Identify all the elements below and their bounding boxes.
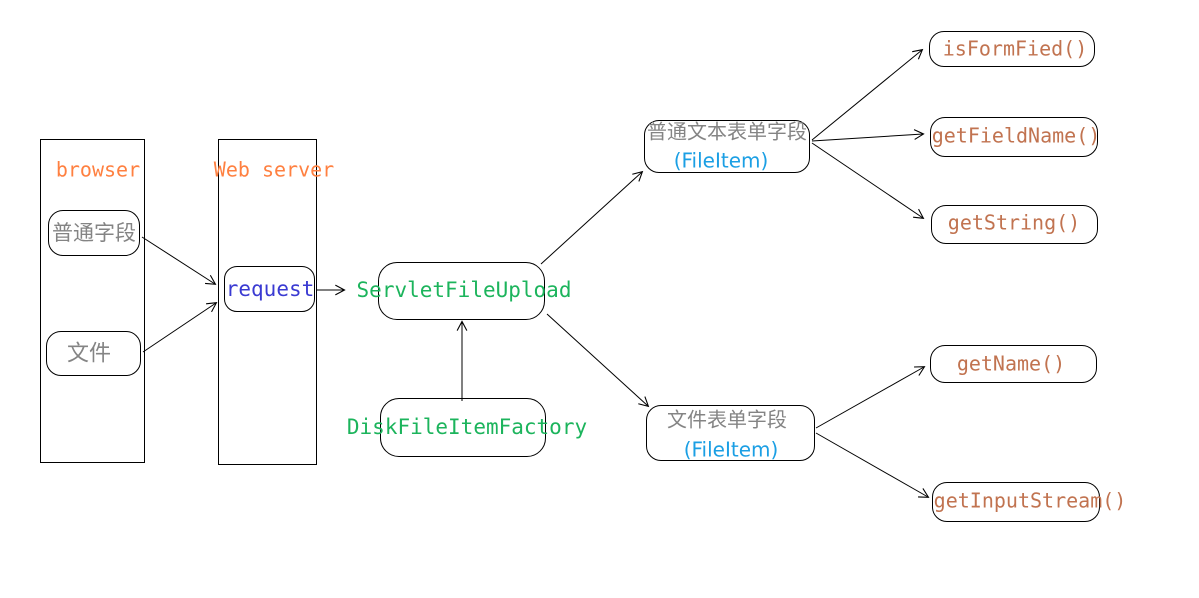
normal-field-label: 普通字段: [52, 220, 136, 245]
text-form-field-fileitem-label: (FileItem): [673, 148, 769, 173]
getinputstream-box: [932, 482, 1100, 522]
isformfied-box: [929, 31, 1095, 67]
disk-file-item-factory-label: DiskFileItemFactory: [346, 414, 588, 439]
web-server-label: Web server: [213, 157, 335, 182]
getfieldname-label: getFieldName(): [931, 123, 1101, 148]
arrow-to-getstring: [811, 142, 925, 219]
arrow-file-to-request: [142, 302, 218, 353]
arrow-sfu-to-file-form-field: [546, 313, 650, 408]
isformfied-label: isFormFied(): [942, 36, 1088, 61]
getname-label: getName(): [956, 351, 1066, 376]
arrow-normal-field-to-request: [141, 236, 217, 285]
request-label: request: [225, 276, 315, 301]
getname-box: [930, 345, 1097, 383]
web-server-container-box: [218, 139, 317, 465]
arrow-to-getfieldname: [811, 129, 925, 142]
arrow-to-getinputstream: [815, 432, 930, 498]
file-form-field-fileitem-label: (FileItem): [683, 437, 779, 462]
text-form-field-label: 普通文本表单字段: [647, 119, 807, 144]
normal-field-box: [48, 210, 140, 256]
disk-file-item-factory-box: [380, 398, 546, 457]
arrow-to-getname: [815, 366, 926, 429]
servlet-file-upload-box: [378, 262, 545, 320]
file-form-field-label: 文件表单字段: [667, 407, 787, 432]
file-box: [46, 331, 141, 376]
file-label: 文件: [66, 341, 112, 367]
servlet-file-upload-label: ServletFileUpload: [356, 277, 572, 302]
request-box: [224, 266, 315, 312]
file-form-field-box: [646, 405, 815, 461]
text-form-field-box: [644, 120, 810, 173]
browser-container-box: [40, 139, 145, 463]
getstring-label: getString(): [947, 210, 1081, 235]
arrow-sfu-to-text-form-field: [540, 170, 644, 265]
getinputstream-label: getInputStream(): [933, 488, 1127, 513]
arrow-to-isformfied: [811, 48, 924, 141]
browser-label: browser: [55, 157, 141, 182]
getfieldname-box: [930, 117, 1098, 157]
getstring-box: [931, 205, 1098, 244]
